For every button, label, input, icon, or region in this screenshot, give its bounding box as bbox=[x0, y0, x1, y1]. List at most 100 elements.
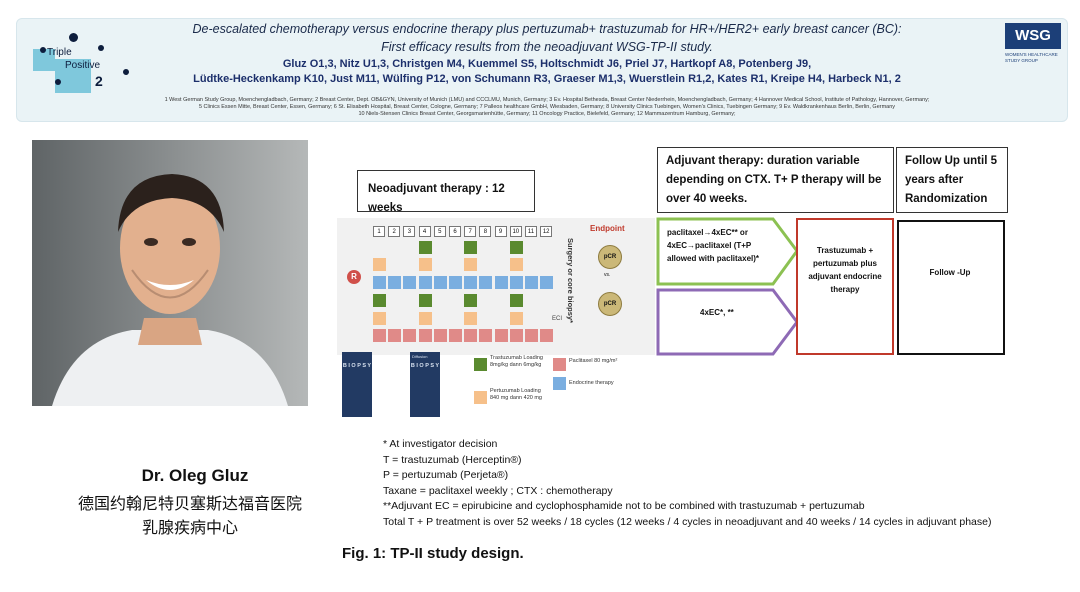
arm-green-text: paclitaxel→4xEC** or 4xEC→paclitaxel (T+… bbox=[667, 226, 775, 265]
cell-trastuzumab bbox=[510, 294, 523, 307]
week-number: 3 bbox=[403, 226, 415, 237]
followup-box bbox=[898, 221, 1004, 354]
legend-text-trastuzumab: Trastuzumab Loading 8mg/kg dann 6mg/kg bbox=[490, 355, 544, 369]
week-number: 1 bbox=[373, 226, 385, 237]
week-number: 2 bbox=[388, 226, 400, 237]
legend-swatch-pertuzumab bbox=[474, 391, 487, 404]
cell-endocrine bbox=[403, 276, 416, 289]
endpoint-label: Endpoint bbox=[590, 224, 625, 233]
pcr-marker-bottom: pCR bbox=[598, 292, 622, 316]
cell-endocrine bbox=[510, 276, 523, 289]
cell-paclitaxel bbox=[449, 329, 462, 342]
cell-paclitaxel bbox=[540, 329, 553, 342]
arm-purple-text: 4xEC*, ** bbox=[700, 306, 734, 319]
week-number: 4 bbox=[419, 226, 431, 237]
week-number: 5 bbox=[434, 226, 446, 237]
week-number: 12 bbox=[540, 226, 552, 237]
cell-paclitaxel bbox=[510, 329, 523, 342]
cell-trastuzumab bbox=[464, 241, 477, 254]
neoadjuvant-box: Neoadjuvant therapy : 12 weeks bbox=[357, 170, 535, 212]
legend-swatch-paclitaxel bbox=[553, 358, 566, 371]
cell-pertuzumab bbox=[464, 312, 477, 325]
cell-paclitaxel bbox=[525, 329, 538, 342]
wsg-logo-text: WSG bbox=[1005, 23, 1061, 49]
cell-endocrine bbox=[525, 276, 538, 289]
note-line: Total T + P treatment is over 52 weeks /… bbox=[383, 515, 991, 531]
cell-paclitaxel bbox=[464, 329, 477, 342]
figure-caption: Fig. 1: TP-II study design. bbox=[342, 545, 524, 562]
header-banner: Triple Positive 2 De-escalated chemother… bbox=[16, 18, 1068, 122]
cell-pertuzumab bbox=[373, 258, 386, 271]
poster-title-line2: First efficacy results from the neoadjuv… bbox=[137, 40, 957, 54]
legend-text-pertuzumab: Pertuzumab Loading 840 mg dann 420 mg bbox=[490, 388, 544, 402]
note-line: * At investigator decision bbox=[383, 437, 991, 453]
footnotes: * At investigator decision T = trastuzum… bbox=[383, 437, 991, 531]
affiliations-line2: 5 Clinics Essen Mitte, Breast Center, Es… bbox=[77, 104, 1017, 110]
arm-purple-arrow bbox=[658, 290, 797, 354]
week-number: 8 bbox=[479, 226, 491, 237]
cell-endocrine bbox=[464, 276, 477, 289]
cell-trastuzumab bbox=[464, 294, 477, 307]
person-hospital: 德国约翰尼特贝塞斯达福音医院 bbox=[40, 490, 340, 514]
biopsy-bar-right: Diffusion B I O P S Y bbox=[410, 352, 440, 417]
note-line: T = trastuzumab (Herceptin®) bbox=[383, 453, 991, 469]
person-department: 乳腺疾病中心 bbox=[40, 514, 340, 538]
cell-paclitaxel bbox=[419, 329, 432, 342]
week-number: 7 bbox=[464, 226, 476, 237]
cell-trastuzumab bbox=[419, 294, 432, 307]
cell-endocrine bbox=[479, 276, 492, 289]
cell-pertuzumab bbox=[510, 258, 523, 271]
followup-header-box: Follow Up until 5 years after Randomizat… bbox=[896, 147, 1008, 213]
cell-pertuzumab bbox=[419, 258, 432, 271]
note-line: Taxane = paclitaxel weekly ; CTX : chemo… bbox=[383, 484, 991, 500]
tp-therapy-text: Trastuzumab + pertuzumab plus adjuvant e… bbox=[800, 244, 890, 296]
cell-pertuzumab bbox=[373, 312, 386, 325]
cell-endocrine bbox=[419, 276, 432, 289]
person-name: Dr. Oleg Gluz bbox=[60, 466, 330, 486]
week-number: 11 bbox=[525, 226, 537, 237]
biopsy-bar-left: B I O P S Y bbox=[342, 352, 372, 417]
cell-pertuzumab bbox=[510, 312, 523, 325]
wsg-logo-subtitle: WOMEN'S HEALTHCARE STUDY GROUP bbox=[1005, 52, 1061, 64]
cell-trastuzumab bbox=[373, 294, 386, 307]
week-number: 6 bbox=[449, 226, 461, 237]
wsg-logo: WSG WOMEN'S HEALTHCARE STUDY GROUP bbox=[1005, 23, 1061, 64]
cell-endocrine bbox=[373, 276, 386, 289]
cell-paclitaxel bbox=[403, 329, 416, 342]
adjuvant-box: Adjuvant therapy: duration variable depe… bbox=[657, 147, 894, 213]
authors-line1: Gluz O1,3, Nitz U1,3, Christgen M4, Kuem… bbox=[137, 58, 957, 70]
pcr-marker-top: pCR bbox=[598, 245, 622, 269]
followup-text: Follow -Up bbox=[900, 266, 1000, 279]
cell-paclitaxel bbox=[434, 329, 447, 342]
cell-endocrine bbox=[540, 276, 553, 289]
poster-title-line1: De-escalated chemotherapy versus endocri… bbox=[137, 22, 957, 36]
legend-text-endocrine: Endocrine therapy bbox=[569, 380, 629, 387]
cell-endocrine bbox=[388, 276, 401, 289]
legend-swatch-trastuzumab bbox=[474, 358, 487, 371]
logo-word-triple: Triple bbox=[47, 47, 72, 58]
cell-paclitaxel bbox=[388, 329, 401, 342]
cell-trastuzumab bbox=[419, 241, 432, 254]
triple-positive-logo: Triple Positive 2 bbox=[25, 25, 125, 95]
logo-number: 2 bbox=[95, 73, 103, 89]
biopsy-header: Diffusion bbox=[412, 354, 428, 359]
cell-paclitaxel bbox=[495, 329, 508, 342]
affiliations-line1: 1 West German Study Group, Moenchengladb… bbox=[77, 97, 1017, 103]
cell-endocrine bbox=[449, 276, 462, 289]
cell-trastuzumab bbox=[510, 241, 523, 254]
randomization-marker: R bbox=[347, 270, 361, 284]
affiliations-line3: 10 Niels-Stensen Clinics Breast Center, … bbox=[77, 111, 1017, 117]
note-line: **Adjuvant EC = epirubicine and cyclopho… bbox=[383, 499, 991, 515]
week-number: 9 bbox=[495, 226, 507, 237]
legend-text-paclitaxel: Paclitaxel 80 mg/m² bbox=[569, 358, 619, 365]
cell-pertuzumab bbox=[419, 312, 432, 325]
cell-endocrine bbox=[495, 276, 508, 289]
portrait-photo bbox=[32, 140, 308, 406]
legend-swatch-endocrine bbox=[553, 377, 566, 390]
cell-pertuzumab bbox=[464, 258, 477, 271]
authors-line2: Lüdtke-Heckenkamp K10, Just M11, Wülfing… bbox=[137, 73, 957, 85]
biopsy-text-left: B I O P S Y bbox=[342, 352, 372, 371]
vs-label: vs. bbox=[604, 272, 610, 278]
surgery-label: Surgery or core biopsy* bbox=[566, 238, 575, 323]
cell-paclitaxel bbox=[479, 329, 492, 342]
